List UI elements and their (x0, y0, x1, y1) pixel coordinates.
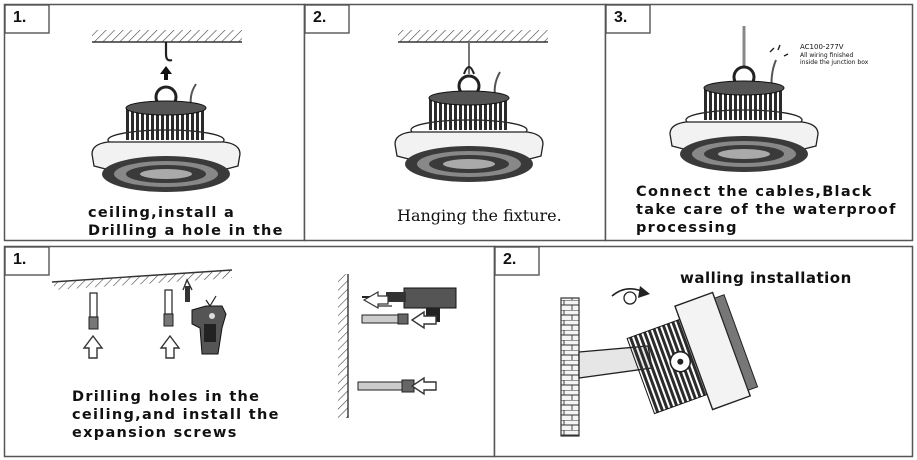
step-number: 1. (13, 9, 27, 26)
walling-title: walling installation (680, 269, 852, 287)
step-caption-line: expansion screws (72, 425, 238, 441)
wiring-note-line: All wiring finished (800, 52, 854, 59)
step-caption-line: ceiling,and install the (72, 407, 280, 423)
step-caption-line: Drilling a hole in the (88, 223, 284, 239)
wiring-note-line: inside the junction box (800, 59, 869, 66)
step-caption: Hanging the fixture. (397, 206, 562, 225)
step-number: 2. (313, 9, 327, 26)
step-number: 2. (503, 251, 517, 268)
step-caption-line: ceiling,install a (88, 205, 236, 221)
step-number: 3. (614, 9, 628, 26)
step-caption-line: take care of the waterproof (636, 202, 897, 218)
step-caption-line: processing (636, 220, 738, 236)
voltage-note: AC100-277V (800, 43, 844, 51)
step-caption-line: Connect the cables,Black (636, 184, 873, 200)
step-caption-line: Drilling holes in the (72, 389, 261, 405)
step-number: 1. (13, 251, 27, 268)
